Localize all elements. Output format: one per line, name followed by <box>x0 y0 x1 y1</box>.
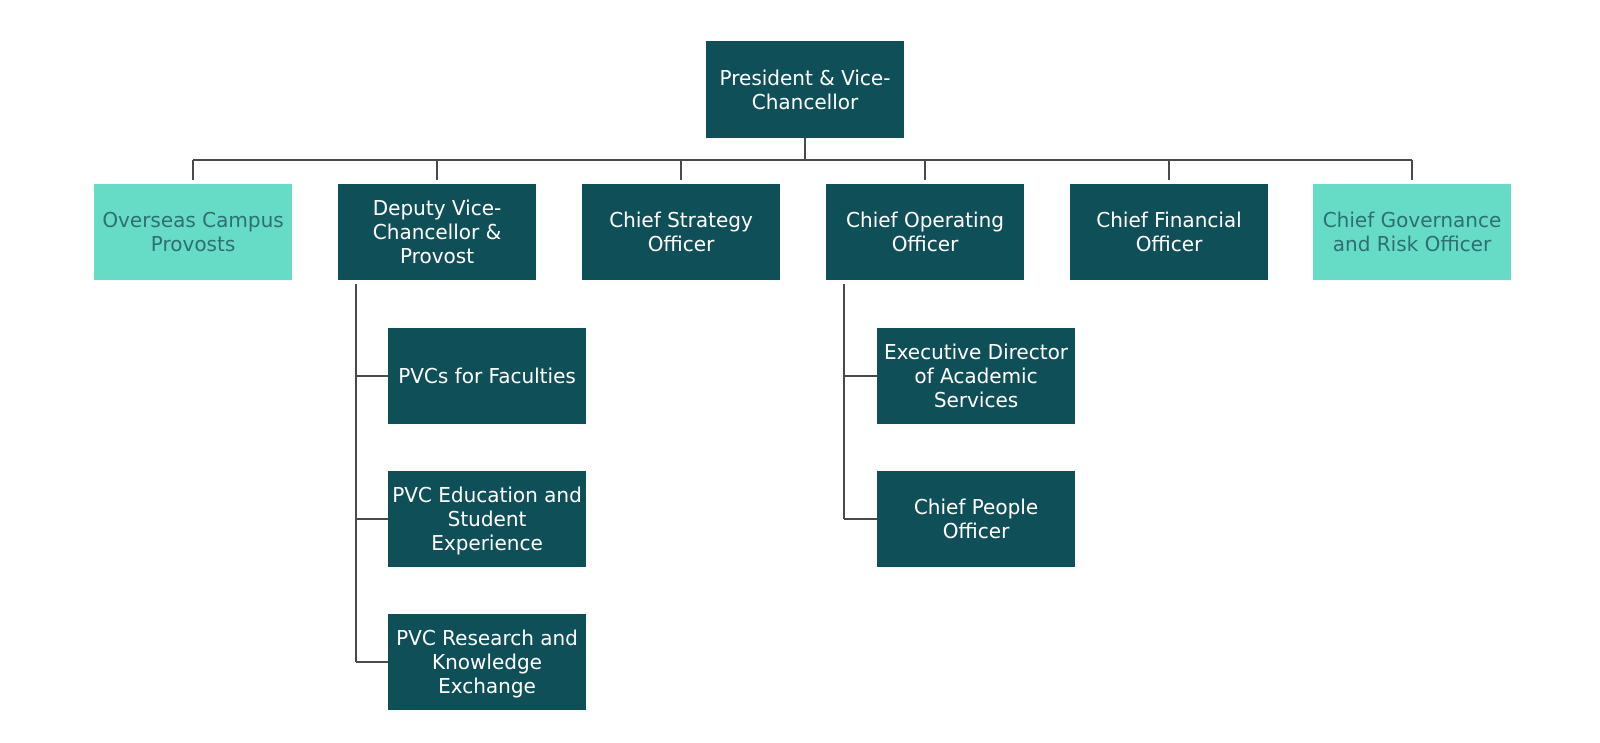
node-pvc-faculties-label: PVCs for Faculties <box>398 364 576 388</box>
node-overseas-campus-provosts: Overseas Campus Provosts <box>94 184 292 280</box>
node-executive-director: Executive Director of Academic Services <box>877 328 1075 424</box>
node-deputy-vice-chancellor: Deputy Vice-Chancellor & Provost <box>338 184 536 280</box>
node-pvc-research-label: PVC Research and Knowledge Exchange <box>396 626 578 698</box>
node-people-label: Chief People Officer <box>913 495 1039 543</box>
node-overseas-label: Overseas Campus Provosts <box>102 208 284 256</box>
node-exec-director-label: Executive Director of Academic Services <box>883 340 1069 412</box>
node-operating-label: Chief Operating Officer <box>846 208 1004 256</box>
node-president: President & Vice-Chancellor <box>706 41 904 138</box>
node-governance-label: Chief Governance and Risk Officer <box>1322 208 1502 256</box>
connectors <box>192 138 1413 663</box>
node-pvc-education: PVC Education and Student Experience <box>388 471 586 567</box>
node-chief-strategy-officer: Chief Strategy Officer <box>582 184 780 280</box>
node-chief-operating-officer: Chief Operating Officer <box>826 184 1024 280</box>
node-pvcs-for-faculties: PVCs for Faculties <box>388 328 586 424</box>
node-chief-financial-officer: Chief Financial Officer <box>1070 184 1268 280</box>
node-chief-people-officer: Chief People Officer <box>877 471 1075 567</box>
node-financial-label: Chief Financial Officer <box>1096 208 1242 256</box>
node-pvc-research: PVC Research and Knowledge Exchange <box>388 614 586 710</box>
node-president-label: President & Vice-Chancellor <box>719 65 891 114</box>
node-deputy-label: Deputy Vice-Chancellor & Provost <box>372 196 502 268</box>
node-strategy-label: Chief Strategy Officer <box>609 208 753 256</box>
node-pvc-education-label: PVC Education and Student Experience <box>392 483 582 555</box>
node-chief-governance-risk-officer: Chief Governance and Risk Officer <box>1313 184 1511 280</box>
